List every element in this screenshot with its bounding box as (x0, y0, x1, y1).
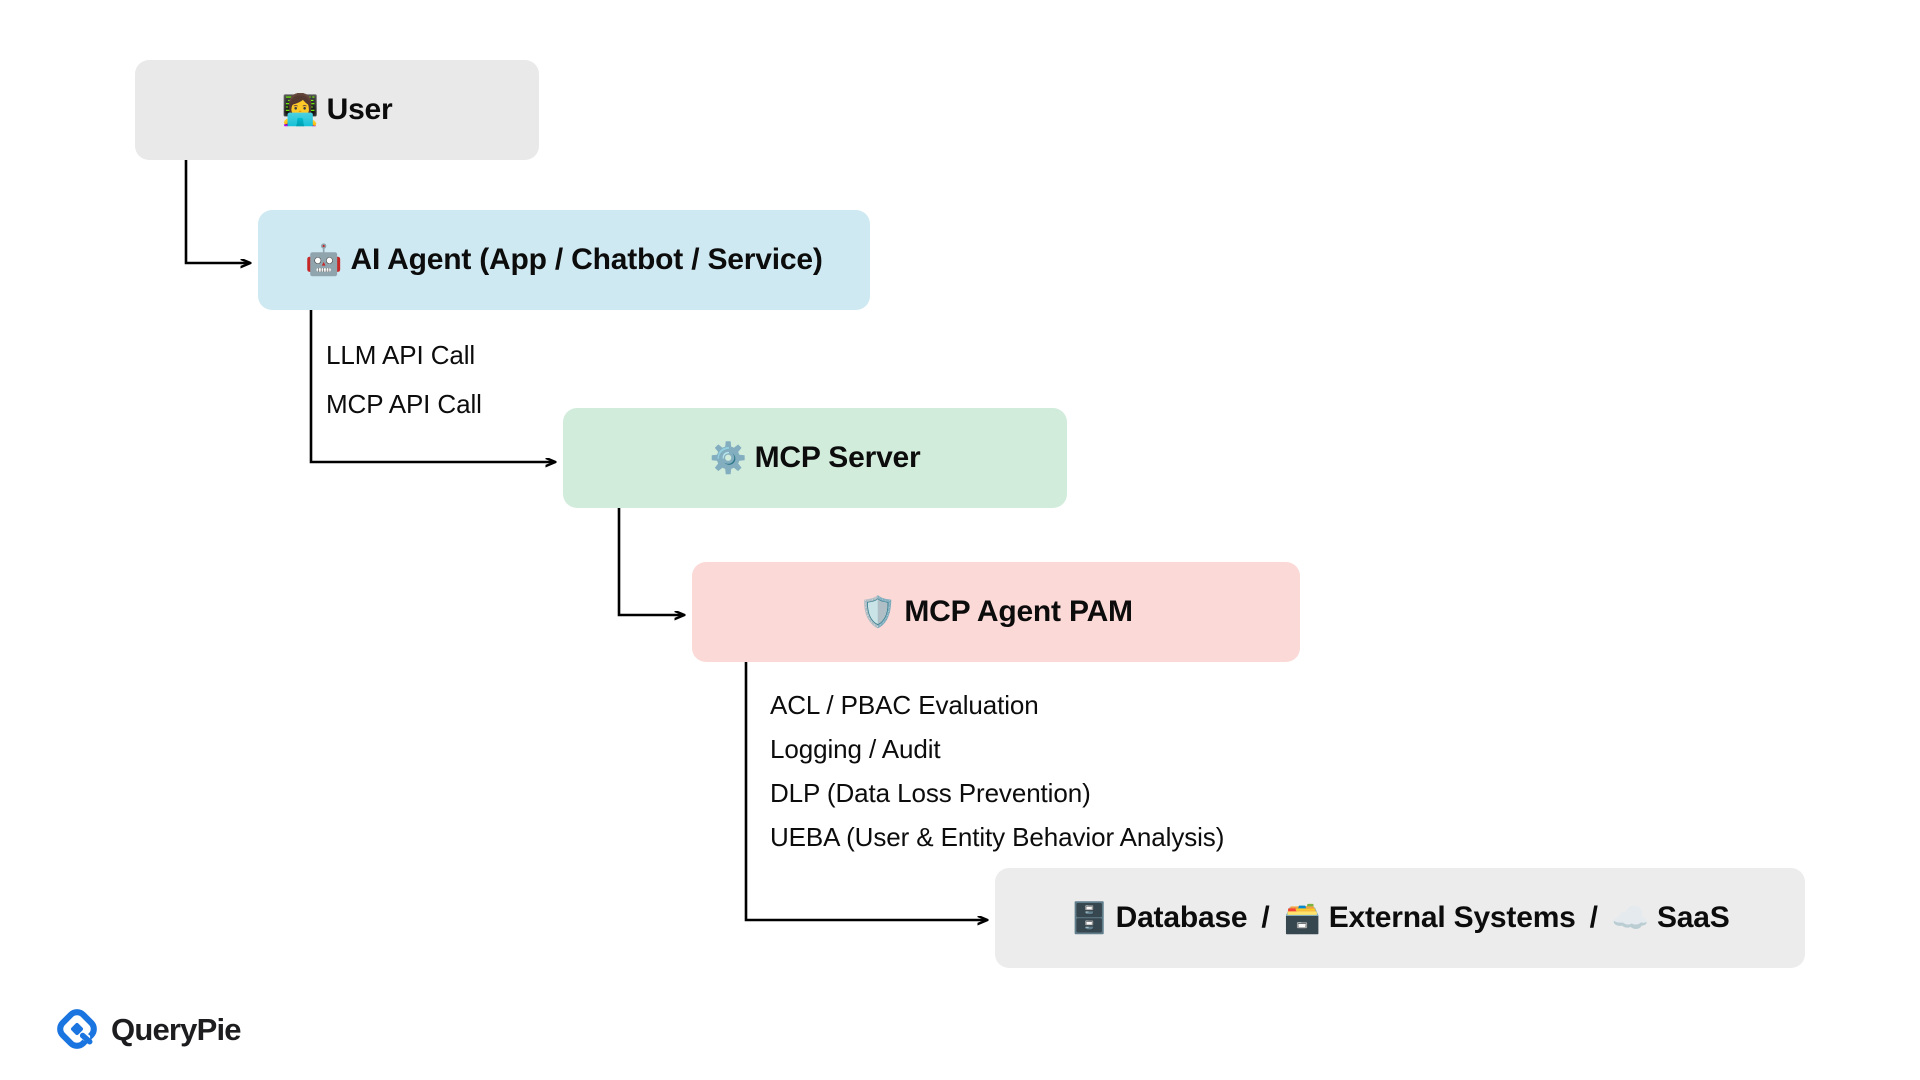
gear-emoji: ⚙️ (709, 441, 747, 476)
node-ai-agent-label: AI Agent (App / Chatbot / Service) (350, 243, 823, 276)
querypie-logo-icon (57, 1009, 97, 1049)
edge-labels-pam-to-backends: ACL / PBAC Evaluation Logging / Audit DL… (770, 690, 1224, 866)
backend-external-systems: 🗃️External Systems (1284, 901, 1576, 935)
node-mcp-agent-pam-label: MCP Agent PAM (904, 595, 1133, 628)
brand-wordmark: QueryPie (111, 1011, 242, 1047)
node-backends[interactable]: 🗄️Database / 🗃️External Systems / ☁️SaaS (995, 868, 1805, 968)
file-cabinet-emoji: 🗄️ (1070, 901, 1108, 936)
edge-label-mcp-api-call: MCP API Call (326, 389, 482, 419)
node-user[interactable]: 👩‍💻User (135, 60, 539, 160)
edge-label-llm-api-call: LLM API Call (326, 340, 476, 370)
node-mcp-agent-pam[interactable]: 🛡️MCP Agent PAM (692, 562, 1300, 662)
backend-external-systems-label: External Systems (1328, 901, 1576, 934)
edge-label-dlp: DLP (Data Loss Prevention) (770, 778, 1091, 808)
card-file-box-emoji: 🗃️ (1283, 901, 1321, 936)
edge-user-to-ai-agent (184, 160, 250, 263)
node-user-label: User (326, 93, 393, 126)
edge-mcp-server-to-mcp-agent-pam (617, 508, 684, 615)
backend-database: 🗄️Database (1070, 901, 1247, 935)
node-ai-agent[interactable]: 🤖AI Agent (App / Chatbot / Service) (258, 210, 870, 310)
edge-labels-agent-to-server: LLM API Call MCP API Call (326, 340, 482, 438)
edge-label-logging-audit: Logging / Audit (770, 734, 941, 764)
node-mcp-server[interactable]: ⚙️MCP Server (563, 408, 1067, 508)
backend-saas: ☁️SaaS (1612, 901, 1730, 935)
edge-label-ueba: UEBA (User & Entity Behavior Analysis) (770, 822, 1225, 852)
backend-separator-2: / (1589, 901, 1598, 934)
node-mcp-server-label: MCP Server (754, 441, 921, 474)
shield-emoji: 🛡️ (859, 595, 897, 630)
cloud-emoji: ☁️ (1611, 901, 1649, 936)
edge-label-acl-pbac-evaluation: ACL / PBAC Evaluation (770, 690, 1039, 720)
backend-database-label: Database (1115, 901, 1248, 934)
backend-saas-label: SaaS (1656, 901, 1730, 934)
robot-emoji: 🤖 (305, 243, 343, 278)
brand-logo: QueryPie (56, 1008, 242, 1050)
technologist-emoji: 👩‍💻 (281, 93, 319, 128)
backend-separator-1: / (1261, 901, 1270, 934)
